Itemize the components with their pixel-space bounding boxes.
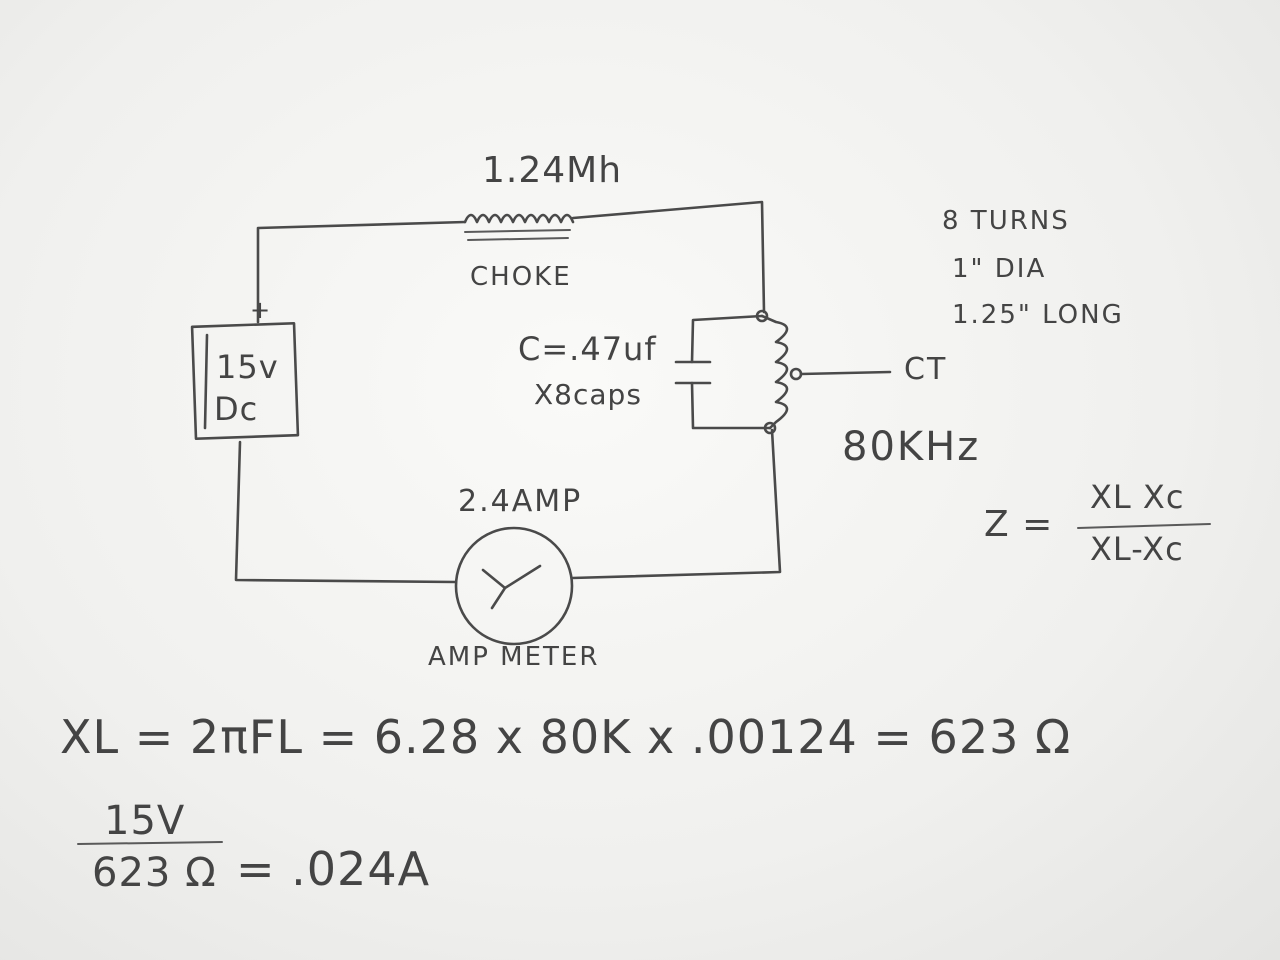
inductance-label: 1.24Mh	[482, 150, 623, 191]
coil-turns-label: 8 TURNS	[942, 206, 1070, 236]
wire-top-right	[571, 200, 766, 314]
dc-supply-box	[190, 321, 300, 441]
current-label: 2.4AMP	[458, 484, 583, 519]
center-tap-wire	[799, 370, 892, 376]
capacitor-symbol	[674, 360, 712, 385]
center-tap-label: CT	[904, 352, 948, 387]
current-result: = .024A	[236, 842, 431, 896]
wire-bottom-right	[570, 428, 782, 580]
coil-length-label: 1.25" LONG	[952, 300, 1124, 330]
amp-meter-symbol	[454, 526, 574, 646]
cap-count-label: X8caps	[534, 378, 642, 411]
fraction-denominator: 623 Ω	[92, 850, 217, 896]
reactance-equation: XL = 2πFL = 6.28 x 80K x .00124 = 623 Ω	[60, 710, 1072, 764]
meter-needle	[481, 564, 542, 610]
wire-top-left	[256, 220, 467, 324]
z-numerator: XL Xc	[1090, 478, 1185, 516]
center-tap-dot	[789, 367, 803, 381]
frequency-label: 80KHz	[842, 424, 981, 470]
fraction-numerator: 15V	[104, 798, 186, 844]
choke-label: CHOKE	[470, 262, 572, 292]
z-fraction-bar	[1077, 523, 1211, 529]
tank-wire-left	[690, 314, 772, 430]
dc-supply-inner-line	[203, 333, 209, 430]
plus-sign: +	[250, 296, 272, 324]
choke-coil-symbol	[463, 213, 575, 224]
v-fraction-bar	[77, 841, 223, 845]
z-lhs: Z =	[984, 504, 1054, 545]
z-denominator: XL-Xc	[1090, 530, 1184, 568]
wire-left-bottom	[234, 440, 457, 584]
meter-label: AMP METER	[428, 642, 600, 672]
tank-coil-symbol	[760, 314, 789, 430]
capacitance-label: C=.47uf	[518, 330, 657, 368]
coil-diameter-label: 1" DIA	[952, 254, 1047, 284]
choke-core-line	[464, 229, 571, 241]
supply-volts-label: 15v	[216, 348, 279, 386]
supply-type-label: Dc	[214, 390, 259, 428]
